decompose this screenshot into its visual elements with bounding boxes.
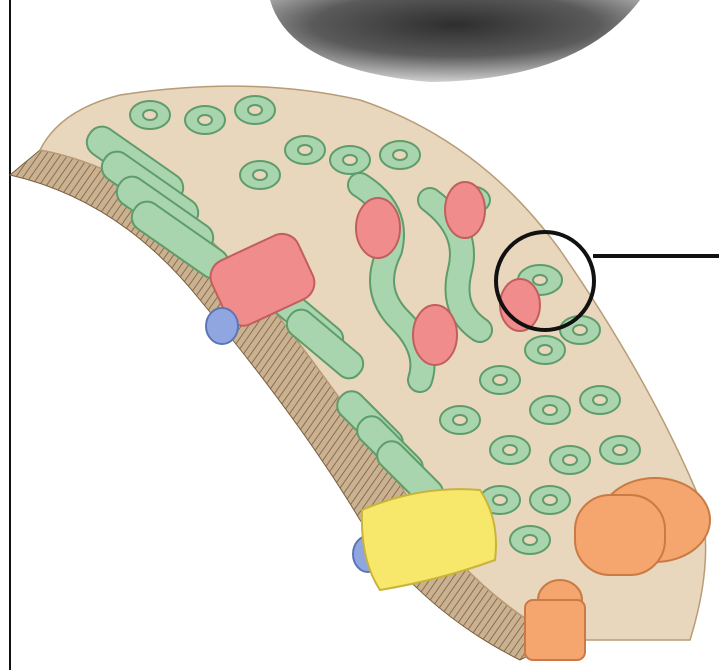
micrograph-cell bbox=[210, 0, 719, 84]
